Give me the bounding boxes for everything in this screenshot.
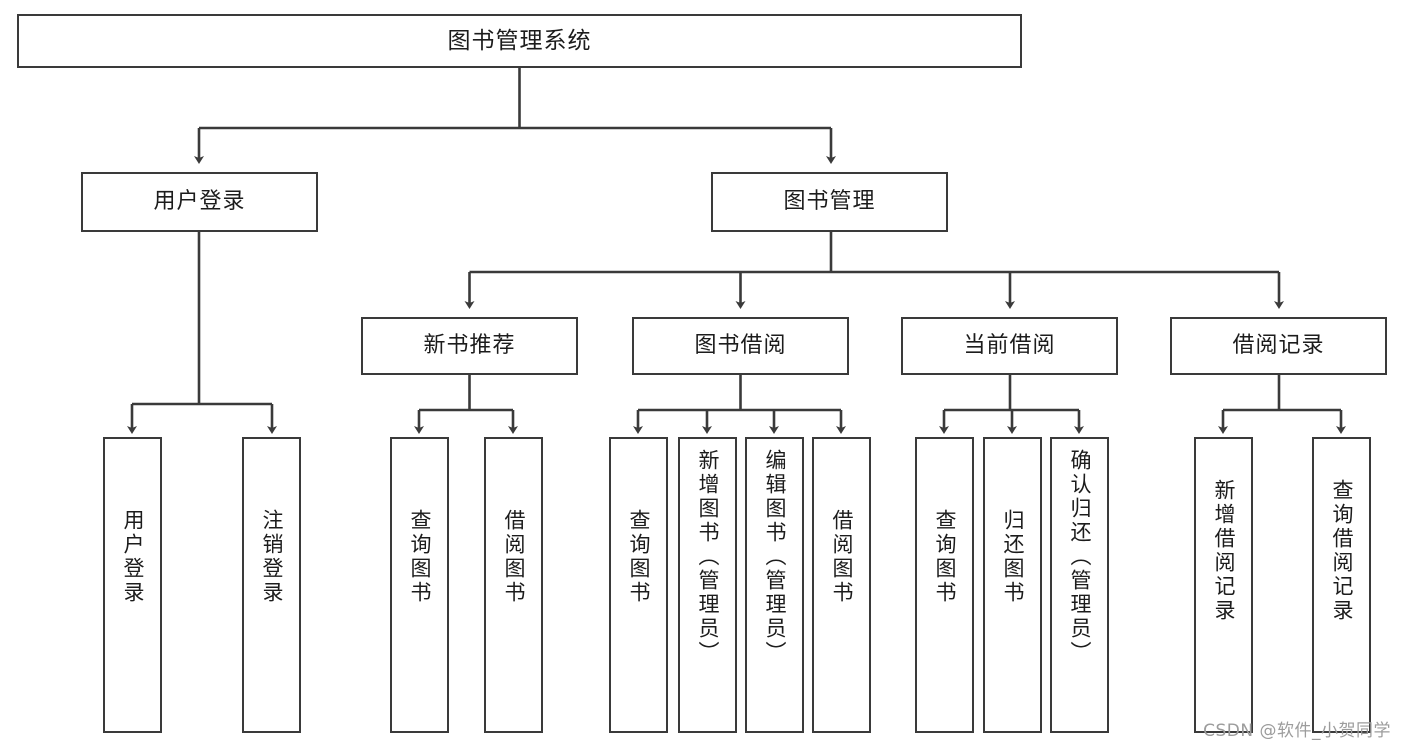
leaf-query-record[interactable]: 查询借阅记录	[1312, 437, 1371, 733]
node-borrow-record-label: 借阅记录	[1232, 333, 1325, 359]
leaf-return-book-label: 归还图书	[1001, 509, 1025, 605]
leaf-add-book-label: 新增图书（管理员）	[696, 449, 720, 665]
leaf-query-book-1[interactable]: 查询图书	[390, 437, 449, 733]
node-book-management-label: 图书管理	[783, 189, 876, 215]
node-root-label: 图书管理系统	[447, 27, 592, 54]
leaf-logout-login[interactable]: 注销登录	[242, 437, 301, 733]
leaf-add-record-label: 新增借阅记录	[1212, 479, 1236, 623]
node-new-book-recommend-label: 新书推荐	[423, 333, 516, 359]
leaf-edit-book-label: 编辑图书（管理员）	[763, 449, 787, 665]
leaf-confirm-return-label: 确认归还（管理员）	[1068, 449, 1092, 665]
node-book-borrow-label: 图书借阅	[694, 333, 787, 359]
node-book-borrow[interactable]: 图书借阅	[632, 317, 849, 375]
node-current-borrow[interactable]: 当前借阅	[901, 317, 1118, 375]
leaf-query-record-label: 查询借阅记录	[1330, 479, 1354, 623]
leaf-borrow-book-2[interactable]: 借阅图书	[812, 437, 871, 733]
node-user-login[interactable]: 用户登录	[81, 172, 318, 232]
leaf-return-book[interactable]: 归还图书	[983, 437, 1042, 733]
node-current-borrow-label: 当前借阅	[963, 333, 1056, 359]
node-borrow-record[interactable]: 借阅记录	[1170, 317, 1387, 375]
node-user-login-label: 用户登录	[153, 189, 246, 215]
node-book-management[interactable]: 图书管理	[711, 172, 948, 232]
leaf-borrow-book-1-label: 借阅图书	[502, 509, 526, 605]
leaf-query-book-1-label: 查询图书	[408, 509, 432, 605]
leaf-add-book[interactable]: 新增图书（管理员）	[678, 437, 737, 733]
leaf-add-record[interactable]: 新增借阅记录	[1194, 437, 1253, 733]
leaf-confirm-return[interactable]: 确认归还（管理员）	[1050, 437, 1109, 733]
leaf-logout-login-label: 注销登录	[260, 509, 284, 605]
node-new-book-recommend[interactable]: 新书推荐	[361, 317, 578, 375]
leaf-borrow-book-2-label: 借阅图书	[830, 509, 854, 605]
leaf-user-login-label: 用户登录	[121, 509, 145, 605]
leaf-query-book-2-label: 查询图书	[627, 509, 651, 605]
leaf-borrow-book-1[interactable]: 借阅图书	[484, 437, 543, 733]
leaf-query-book-3[interactable]: 查询图书	[915, 437, 974, 733]
leaf-user-login[interactable]: 用户登录	[103, 437, 162, 733]
leaf-edit-book[interactable]: 编辑图书（管理员）	[745, 437, 804, 733]
watermark: CSDN @软件_小贺同学	[1203, 721, 1391, 741]
leaf-query-book-3-label: 查询图书	[933, 509, 957, 605]
node-root[interactable]: 图书管理系统	[17, 14, 1022, 68]
leaf-query-book-2[interactable]: 查询图书	[609, 437, 668, 733]
